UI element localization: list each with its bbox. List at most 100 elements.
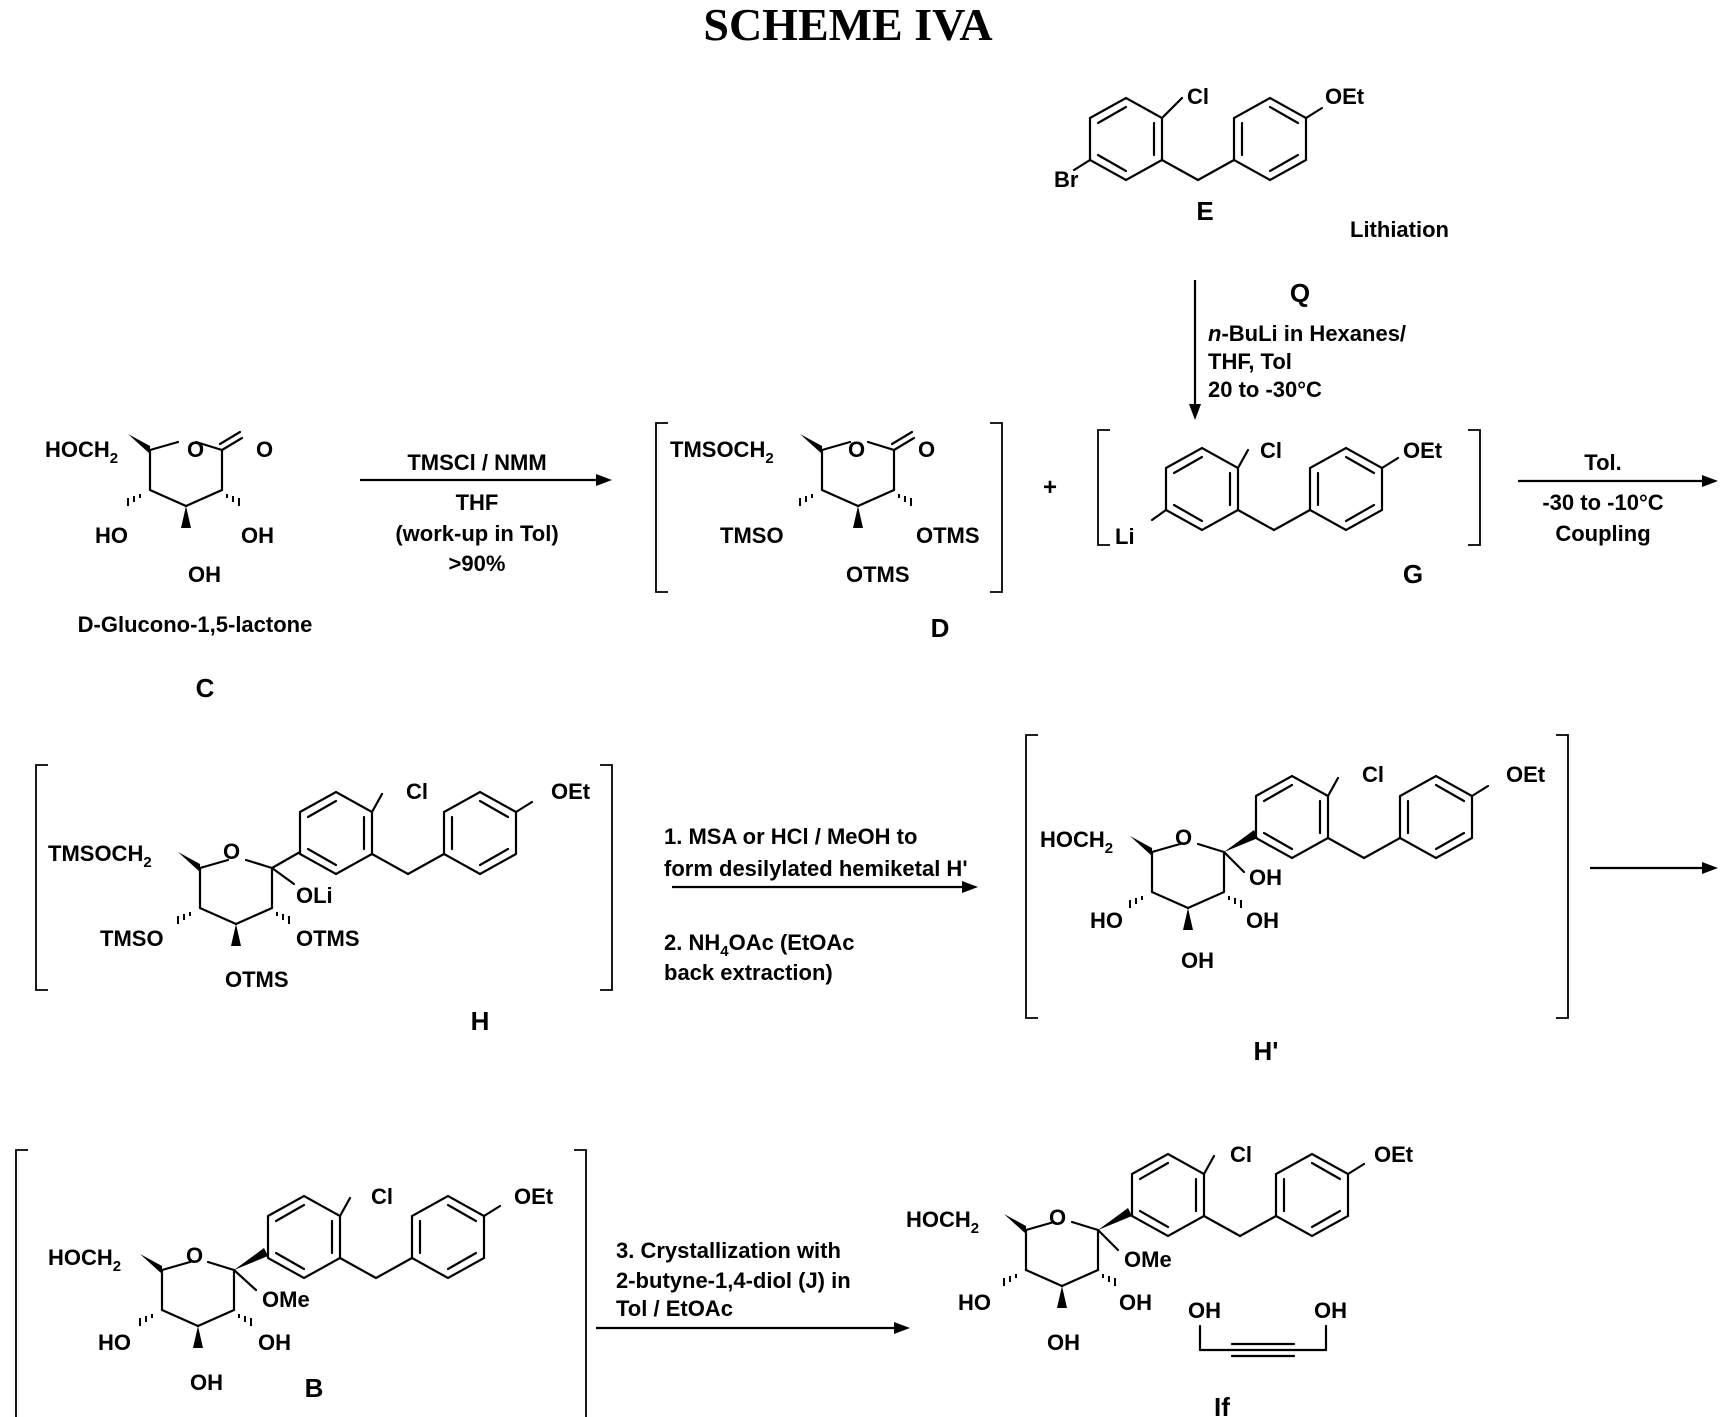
B-aryl-wedge xyxy=(234,1248,268,1270)
H-tmsoch2-label: TMSOCH2 xyxy=(48,841,152,871)
Hprime-ring-o-label: O xyxy=(1175,825,1192,850)
D-right-bracket xyxy=(990,423,1002,592)
compound-E-structure xyxy=(1074,98,1322,180)
D-tmsoch2-label: TMSOCH2 xyxy=(670,437,774,467)
lithiation-reagent-line2: THF, Tol xyxy=(1208,349,1292,374)
r1-line4: >90% xyxy=(449,551,506,576)
H-left-bracket xyxy=(36,765,48,990)
lithiation-arrow-head xyxy=(1189,404,1201,420)
Hprime-oet-label: OEt xyxy=(1506,762,1546,787)
G-right-bracket xyxy=(1468,430,1480,545)
Hprime-oh-bond xyxy=(1224,852,1244,872)
scheme-title: SCHEME IVA xyxy=(703,0,992,50)
diol-oh-right-label: OH xyxy=(1314,1298,1347,1323)
lithiation-reagent-line1: n-BuLi in Hexanes/ xyxy=(1208,321,1406,346)
r2-line3: 2. NH4OAc (EtOAc xyxy=(664,930,855,960)
H-otms-right-label: OTMS xyxy=(296,926,360,951)
Hprime-c5-wedge xyxy=(1130,836,1152,856)
compound-B-id: B xyxy=(305,1373,324,1403)
B-oh-bottom-label: OH xyxy=(190,1370,223,1395)
r2-line4: back extraction) xyxy=(664,960,833,985)
E-br-label: Br xyxy=(1054,167,1079,192)
Hprime-hoch2-label: HOCH2 xyxy=(1040,827,1113,857)
arrow-B-to-If-head xyxy=(894,1322,910,1334)
r3-line2: 2-butyne-1,4-diol (J) in xyxy=(616,1268,851,1293)
G-oet-label: OEt xyxy=(1403,438,1443,463)
H-oet-label: OEt xyxy=(551,779,591,804)
r3-line1: 3. Crystallization with xyxy=(616,1238,841,1263)
compound-Q-id: Q xyxy=(1290,278,1310,308)
C-c3-wedge xyxy=(181,506,191,528)
G-cl-label: Cl xyxy=(1260,438,1282,463)
H-tmso-label: TMSO xyxy=(100,926,164,951)
D-c5-wedge xyxy=(800,434,822,454)
B-cl-label: Cl xyxy=(371,1184,393,1209)
compound-D-structure xyxy=(822,432,914,506)
B-c3-wedge xyxy=(193,1326,203,1348)
C-hoch2-label: HOCH2 xyxy=(45,437,118,467)
If-hoch2-label: HOCH2 xyxy=(906,1207,979,1237)
compound-Hprime-structure xyxy=(1152,844,1224,908)
B-ho-label: HO xyxy=(98,1330,131,1355)
arrow-H-to-Hprime-head xyxy=(962,881,978,893)
B-oet-label: OEt xyxy=(514,1184,554,1209)
r2-line1: 1. MSA or HCl / MeOH to xyxy=(664,824,917,849)
Hprime-cl-label: Cl xyxy=(1362,762,1384,787)
r2-line2: form desilylated hemiketal H' xyxy=(664,856,968,881)
compound-H-structure xyxy=(200,860,272,924)
H-aryl-bond xyxy=(272,852,300,868)
C-ho-label: HO xyxy=(95,523,128,548)
D-c3-wedge xyxy=(853,506,863,528)
H-oli-bond xyxy=(272,868,294,884)
r-couple-line3: Coupling xyxy=(1555,521,1650,546)
B-left-bracket xyxy=(16,1150,28,1417)
If-c3-wedge xyxy=(1057,1286,1067,1308)
D-tmso-label: TMSO xyxy=(720,523,784,548)
r1-line1: TMSCl / NMM xyxy=(407,450,546,475)
compound-Hprime-id: H' xyxy=(1254,1036,1279,1066)
coupling-arrow-head xyxy=(1702,475,1718,487)
D-otms-right-label: OTMS xyxy=(916,523,980,548)
Hprime-oh-right-label: OH xyxy=(1246,908,1279,933)
B-c5-wedge xyxy=(140,1254,162,1274)
Hprime-aryl-structure xyxy=(1256,776,1488,858)
compound-B-structure xyxy=(162,1262,234,1326)
compound-G-id: G xyxy=(1403,559,1423,589)
r-couple-line2: -30 to -10°C xyxy=(1542,490,1663,515)
If-cl-label: Cl xyxy=(1230,1142,1252,1167)
diol-oh-left-label: OH xyxy=(1188,1298,1221,1323)
C-hashes xyxy=(128,490,239,506)
C-c5-wedge xyxy=(128,434,150,454)
Hprime-ho-label: HO xyxy=(1090,908,1123,933)
If-ho-label: HO xyxy=(958,1290,991,1315)
r-couple-line1: Tol. xyxy=(1584,450,1621,475)
If-oh-bottom-label: OH xyxy=(1047,1330,1080,1355)
r1-line2: THF xyxy=(456,490,499,515)
Hprime-oh-bottom-label: OH xyxy=(1181,948,1214,973)
H-oli-label: OLi xyxy=(296,883,333,908)
B-ome-label: OMe xyxy=(262,1287,310,1312)
compound-D-id: D xyxy=(931,613,950,643)
If-oh-right-label: OH xyxy=(1119,1290,1152,1315)
lithiation-reagent-line3: 20 to -30°C xyxy=(1208,377,1322,402)
B-ome-bond xyxy=(234,1270,256,1290)
C-oh-right-label: OH xyxy=(241,523,274,548)
compound-E-id: E xyxy=(1196,196,1213,226)
arrow-Hprime-continue-head xyxy=(1702,862,1718,874)
D-left-bracket xyxy=(656,423,668,592)
E-oet-label: OEt xyxy=(1325,84,1365,109)
If-aryl-wedge xyxy=(1098,1208,1132,1230)
D-ring-o-label: O xyxy=(848,437,865,462)
H-aryl-structure xyxy=(300,792,532,874)
H-c5-wedge xyxy=(178,852,200,872)
r1-line3: (work-up in Tol) xyxy=(395,521,558,546)
compound-C-id: C xyxy=(196,673,215,703)
Hprime-left-bracket xyxy=(1026,735,1038,1018)
If-oet-label: OEt xyxy=(1374,1142,1414,1167)
C-ring-o-label: O xyxy=(187,437,204,462)
H-otms-bottom-label: OTMS xyxy=(225,967,289,992)
B-hoch2-label: HOCH2 xyxy=(48,1245,121,1275)
B-ring-o-label: O xyxy=(186,1243,203,1268)
butyne-diol-structure xyxy=(1200,1326,1326,1356)
H-c3-wedge xyxy=(231,924,241,946)
